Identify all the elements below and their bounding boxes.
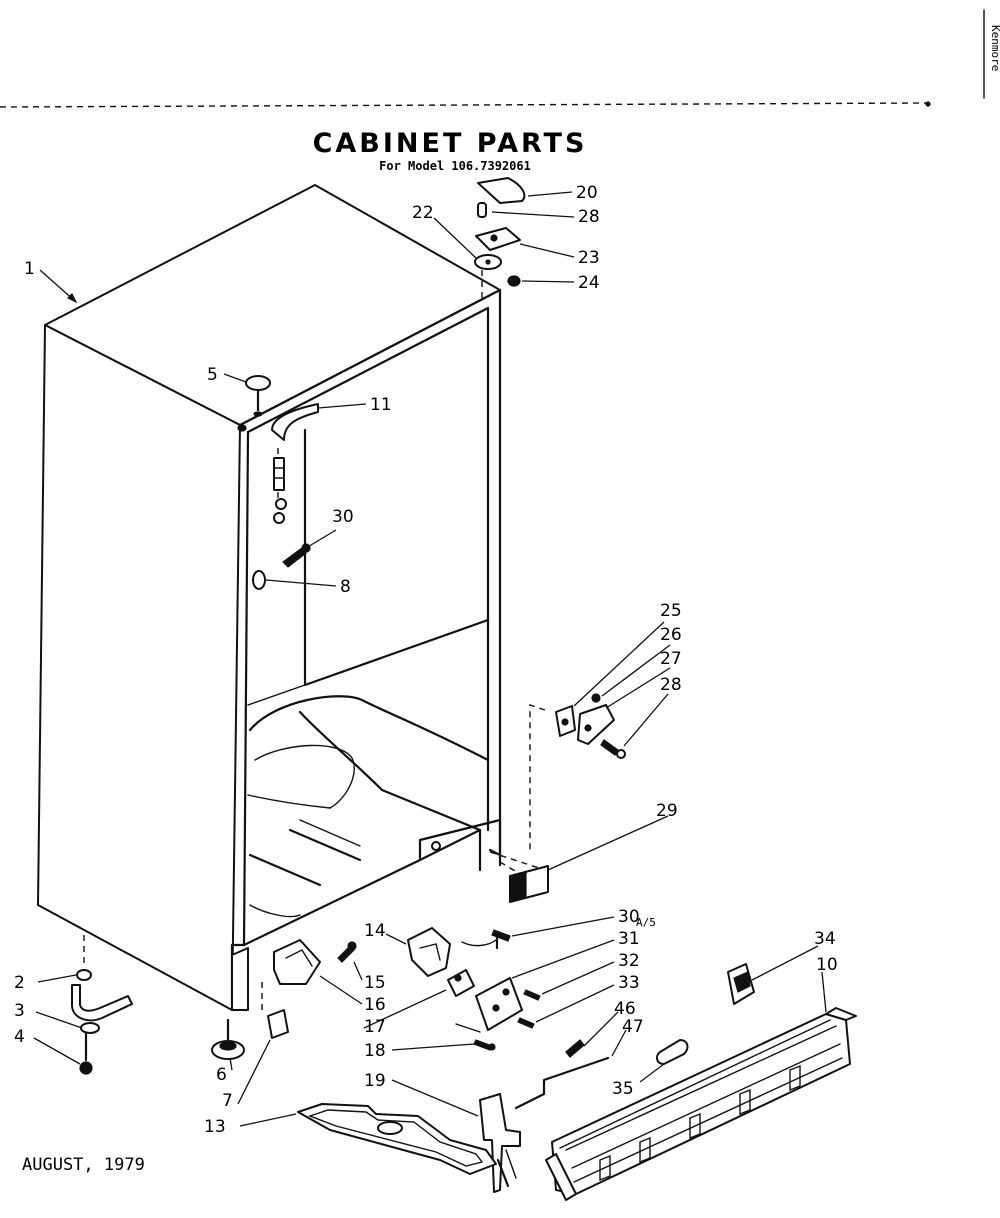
part-47-wire (514, 1056, 610, 1110)
callout-26: 26 (660, 625, 682, 645)
callout-11: 11 (370, 395, 392, 415)
callout-27: 27 (660, 649, 682, 669)
callout-10: 10 (816, 955, 838, 975)
part-10-base-grille (545, 1007, 857, 1201)
callout-35: 35 (612, 1079, 634, 1099)
part-17-bushing (447, 969, 475, 997)
callout-24: 24 (578, 273, 600, 293)
callout-8: 8 (340, 577, 351, 597)
part-27-lower-hinge (577, 693, 615, 745)
date-label: AUGUST, 1979 (22, 1155, 145, 1175)
callout-5: 5 (207, 365, 218, 385)
part-33-screw (517, 1017, 535, 1029)
callout-31: 31 (618, 929, 640, 949)
callout-4: 4 (14, 1027, 25, 1047)
part-5-plug-button (237, 375, 271, 432)
callout-32: 32 (618, 951, 640, 971)
callout-1: 1 (24, 259, 35, 279)
callout-16: 16 (364, 995, 386, 1015)
part-6-leveling-leg (211, 1018, 245, 1060)
part-2-roller-assembly (71, 935, 133, 1075)
callout-30-lower: 30 (618, 907, 640, 927)
part-29-clip (509, 865, 549, 903)
part-35-knob (655, 1039, 689, 1065)
top-rule (0, 102, 931, 108)
part-23-top-hinge (474, 227, 521, 270)
callout-19: 19 (364, 1071, 386, 1091)
callout-33: 33 (618, 973, 640, 993)
callout-30-top: 30 (332, 507, 354, 527)
part-19-hinge-bracket (479, 1093, 521, 1193)
cabinet-body (37, 184, 546, 1012)
callout-29: 29 (656, 801, 678, 821)
callout-46: 46 (614, 999, 636, 1019)
part-28-screw (477, 202, 487, 218)
part-8-grommet (252, 570, 266, 590)
callout-25: 25 (660, 601, 682, 621)
part-32-screw (523, 989, 541, 1001)
part-28-screw-lower (600, 739, 626, 759)
part-24-nut (507, 275, 521, 287)
callout-6: 6 (216, 1065, 227, 1085)
revision-note: A/5 (636, 916, 656, 929)
callout-14: 14 (364, 921, 386, 941)
side-stamp: Kenmore (989, 25, 1000, 71)
part-14-bracket (407, 927, 451, 977)
callout-28-lower: 28 (660, 675, 682, 695)
callout-23: 23 (578, 248, 600, 268)
callout-7: 7 (222, 1091, 233, 1111)
callout-17: 17 (364, 1017, 386, 1037)
model-subtitle: For Model 106.7392061 (379, 159, 531, 173)
callout-3: 3 (14, 1001, 25, 1021)
part-20-hinge-cover (477, 177, 526, 204)
part-34-clip (727, 963, 755, 1005)
part-11-bracket (271, 403, 319, 524)
callout-20: 20 (576, 183, 598, 203)
callout-18: 18 (364, 1041, 386, 1061)
part-46-screw (565, 1039, 585, 1058)
part-15-screw (337, 941, 357, 963)
callout-labels: 1 2 3 4 5 6 7 8 10 11 13 14 15 16 17 18 … (14, 183, 838, 1137)
page-title: CABINET PARTS (313, 128, 588, 159)
part-7-clip (261, 982, 289, 1039)
part-31-bottom-hinge (455, 977, 523, 1033)
callout-15: 15 (364, 973, 386, 993)
part-13-drain-pan (297, 1103, 497, 1175)
callout-13: 13 (204, 1117, 226, 1137)
callout-28-top: 28 (578, 207, 600, 227)
callout-2: 2 (14, 973, 25, 993)
callout-22: 22 (412, 203, 434, 223)
part-30-screw-lower (461, 929, 511, 950)
callout-47: 47 (622, 1017, 644, 1037)
part-18-screw (473, 1039, 496, 1051)
callout-34: 34 (814, 929, 836, 949)
part-16-bracket (273, 939, 321, 985)
part-25-hinge-plate (529, 704, 576, 850)
leader-lines (33, 191, 827, 1127)
